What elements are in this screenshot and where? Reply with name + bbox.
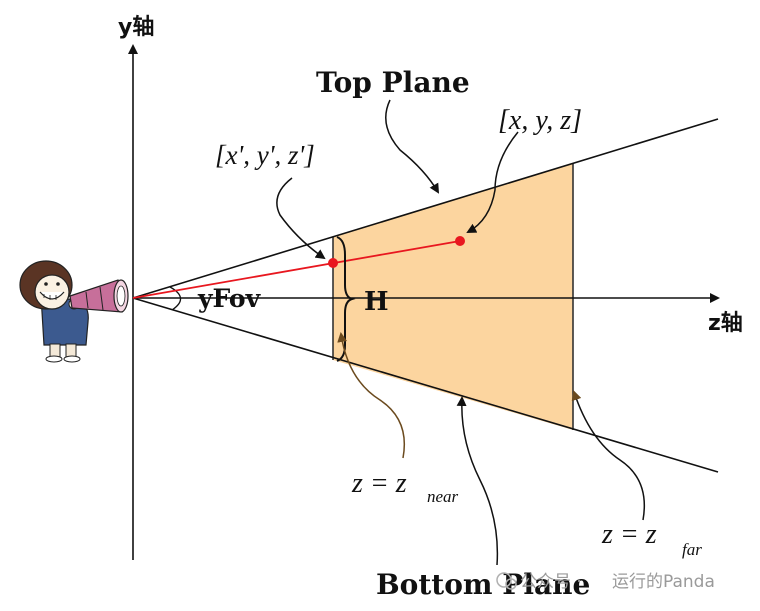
projection-line xyxy=(132,240,461,299)
fov-label: yFov xyxy=(197,284,262,313)
frustum-region xyxy=(333,163,573,430)
height-label: H xyxy=(364,287,389,317)
observer-character xyxy=(19,260,89,363)
near-point-label: [x', y', z'] xyxy=(215,140,315,170)
watermark-name: 运行的Panda xyxy=(612,572,715,592)
y-axis-label: y轴 xyxy=(118,14,154,40)
near-point xyxy=(328,258,338,268)
near-plane-equation: z = z xyxy=(351,468,407,499)
watermark: 公众号 · 运行的Panda xyxy=(496,572,715,592)
top-plane-label: Top Plane xyxy=(316,66,470,99)
near-point-pointer xyxy=(276,177,326,260)
fov-angle-arc xyxy=(169,286,182,311)
bottom-plane-pointer xyxy=(456,396,499,566)
bottom-plane-line xyxy=(132,297,719,473)
telescope-icon xyxy=(69,279,129,313)
far-plane-pointer xyxy=(571,390,646,521)
watermark-prefix: 公众号 · xyxy=(520,572,582,592)
far-point xyxy=(455,236,465,246)
bottom-plane-label: Bottom Plane xyxy=(376,568,590,601)
near-plane-pointer xyxy=(337,332,406,459)
top-plane-pointer xyxy=(385,99,440,194)
far-subscript: far xyxy=(682,540,702,559)
watermark-icon xyxy=(496,572,512,588)
top-plane-line xyxy=(132,118,719,299)
z-axis-label: z轴 xyxy=(708,310,743,336)
far-point-label: [x, y, z] xyxy=(498,105,582,136)
near-subscript: near xyxy=(427,487,459,506)
far-plane-equation: z = z xyxy=(601,519,657,550)
far-point-pointer xyxy=(466,131,519,233)
